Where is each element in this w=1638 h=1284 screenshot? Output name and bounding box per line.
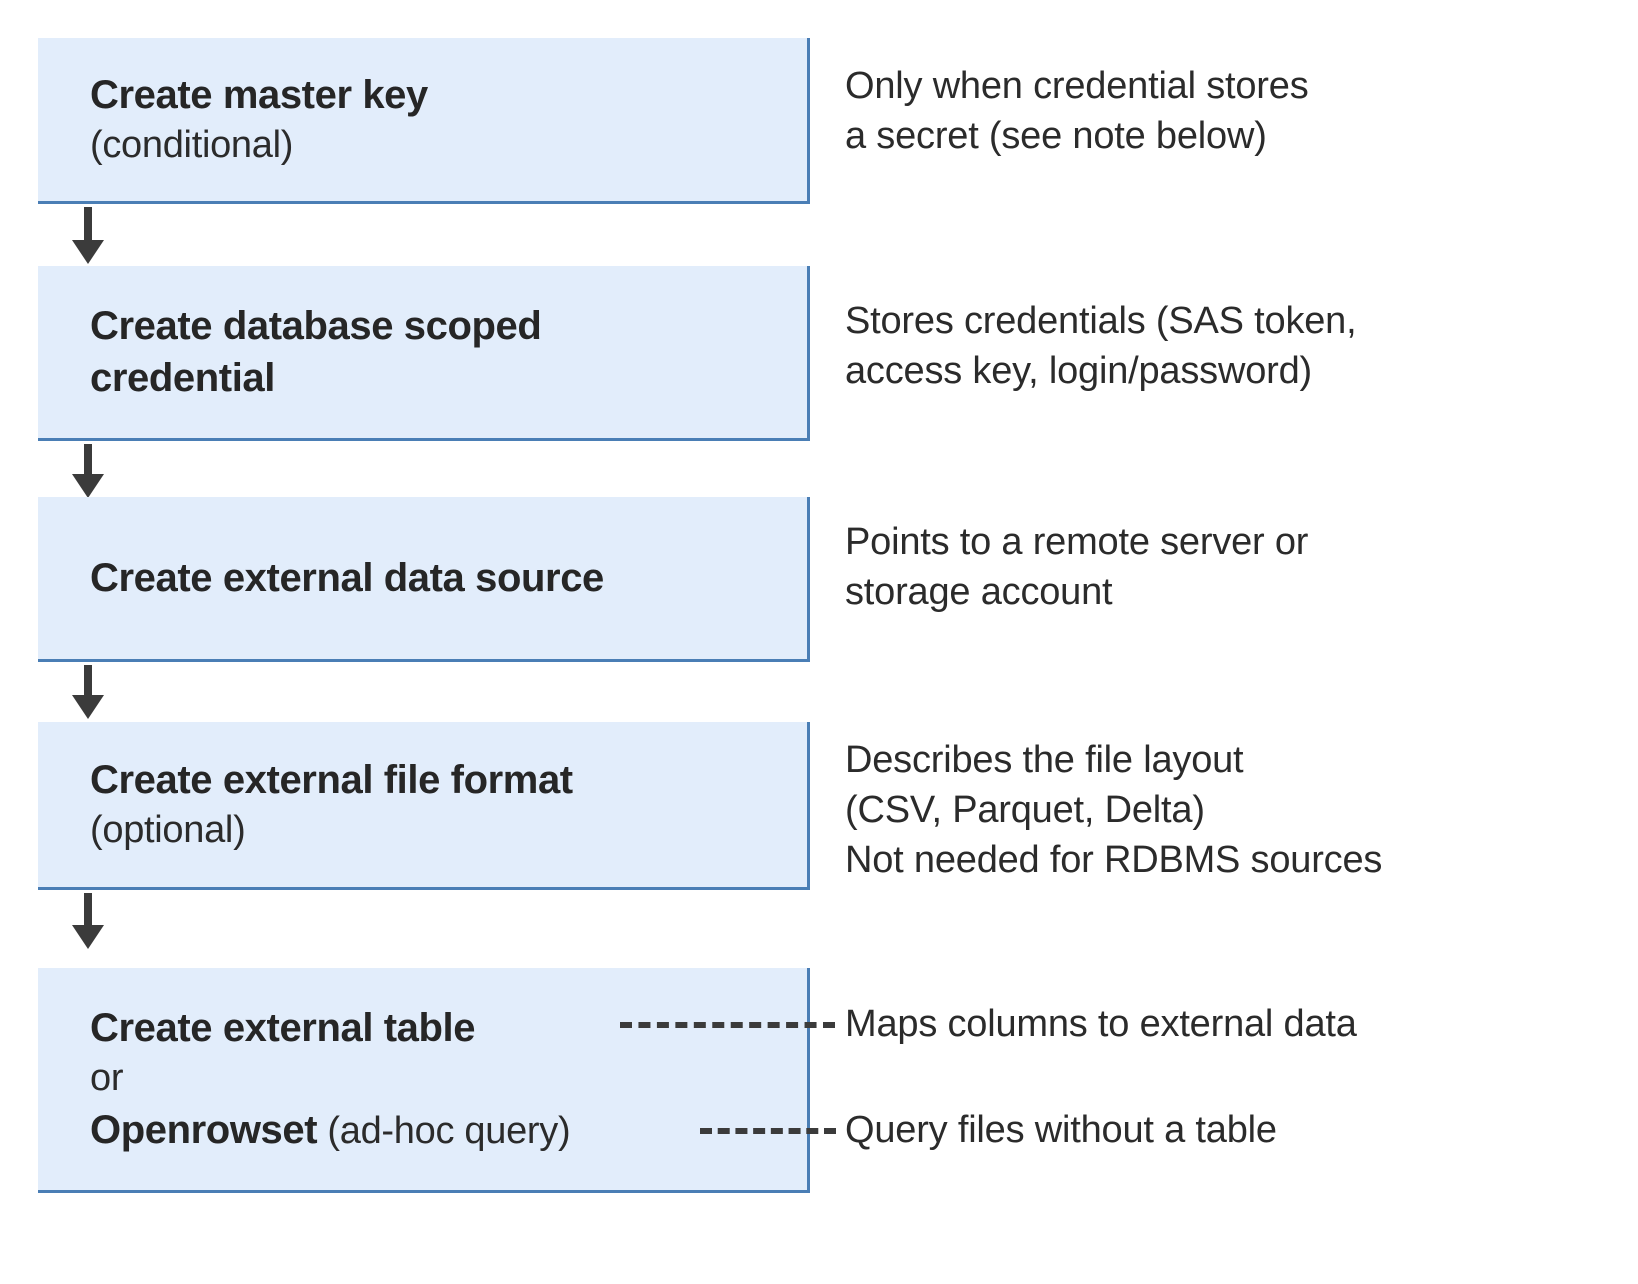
note-line: Describes the file layout <box>845 739 1244 781</box>
note-openrowset: Query files without a table <box>845 1106 1277 1156</box>
step-title-openrowset: Openrowset <box>90 1107 318 1152</box>
step-title-openrowset-suffix: (ad-hoc query) <box>317 1109 571 1152</box>
note-line: Stores credentials (SAS token, <box>845 300 1357 342</box>
note-line: storage account <box>845 570 1113 613</box>
note-line: (CSV, Parquet, Delta) <box>845 788 1205 831</box>
note-line: Not needed for RDBMS sources <box>845 838 1383 881</box>
arrow-shaft-file-format-to-external-table <box>84 893 92 929</box>
step-title-create-external-file-format: Create external file format <box>90 757 573 802</box>
note-line: Only when credential stores <box>845 65 1309 107</box>
step-text-create-database-scoped-credential: Create database scoped credential <box>38 300 807 404</box>
dashed-connector-external-table-to-note <box>620 1022 835 1028</box>
step-title2-create-database-scoped-credential: credential <box>90 356 275 400</box>
step-title-openrowset-line: Openrowset (ad-hoc query) <box>90 1104 793 1156</box>
step-title-create-external-table: Create external table <box>90 1006 476 1051</box>
note-create-database-scoped-credential: Stores credentials (SAS token, access ke… <box>845 297 1357 397</box>
note-line: a secret (see note below) <box>845 114 1267 157</box>
arrow-head-file-format-to-external-table <box>72 925 104 949</box>
step-box-create-external-file-format[interactable]: Create external file format (optional) <box>38 722 810 890</box>
note-line: access key, login/password) <box>845 349 1312 392</box>
step-title-create-database-scoped-credential: Create database scoped <box>90 304 542 348</box>
arrow-head-master-key-to-credential <box>72 240 104 264</box>
step-title-create-external-data-source: Create external data source <box>90 556 604 600</box>
step-box-create-master-key[interactable]: Create master key (conditional) <box>38 38 810 204</box>
note-line: Points to a remote server or <box>845 521 1309 563</box>
note-line: Maps columns to external data <box>845 1003 1357 1045</box>
arrow-head-data-source-to-file-format <box>72 695 104 719</box>
step-text-create-master-key: Create master key (conditional) <box>38 69 807 170</box>
step-text-create-external-file-format: Create external file format (optional) <box>38 754 807 855</box>
arrow-head-credential-to-data-source <box>72 474 104 498</box>
note-create-external-data-source: Points to a remote server or storage acc… <box>845 518 1308 618</box>
step-box-create-external-data-source[interactable]: Create external data source <box>38 497 810 662</box>
step-connector-or: or <box>90 1057 124 1100</box>
note-create-external-table: Maps columns to external data <box>845 1000 1357 1050</box>
arrow-shaft-credential-to-data-source <box>84 444 92 478</box>
step-box-create-database-scoped-credential[interactable]: Create database scoped credential <box>38 266 810 441</box>
arrow-shaft-master-key-to-credential <box>84 207 92 244</box>
arrow-shaft-data-source-to-file-format <box>84 665 92 699</box>
note-create-external-file-format: Describes the file layout (CSV, Parquet,… <box>845 736 1382 885</box>
note-create-master-key: Only when credential stores a secret (se… <box>845 62 1309 162</box>
step-text-create-external-table-or-openrowset: Create external table or Openrowset (ad-… <box>38 1002 807 1156</box>
dashed-connector-openrowset-to-note <box>700 1128 836 1134</box>
step-text-create-external-data-source: Create external data source <box>38 552 807 604</box>
note-line: Query files without a table <box>845 1109 1277 1151</box>
step-subtitle-create-external-file-format: (optional) <box>90 808 246 851</box>
step-subtitle-create-master-key: (conditional) <box>90 123 294 166</box>
step-box-create-external-table-or-openrowset[interactable]: Create external table or Openrowset (ad-… <box>38 968 810 1193</box>
step-title-create-master-key: Create master key <box>90 72 428 117</box>
